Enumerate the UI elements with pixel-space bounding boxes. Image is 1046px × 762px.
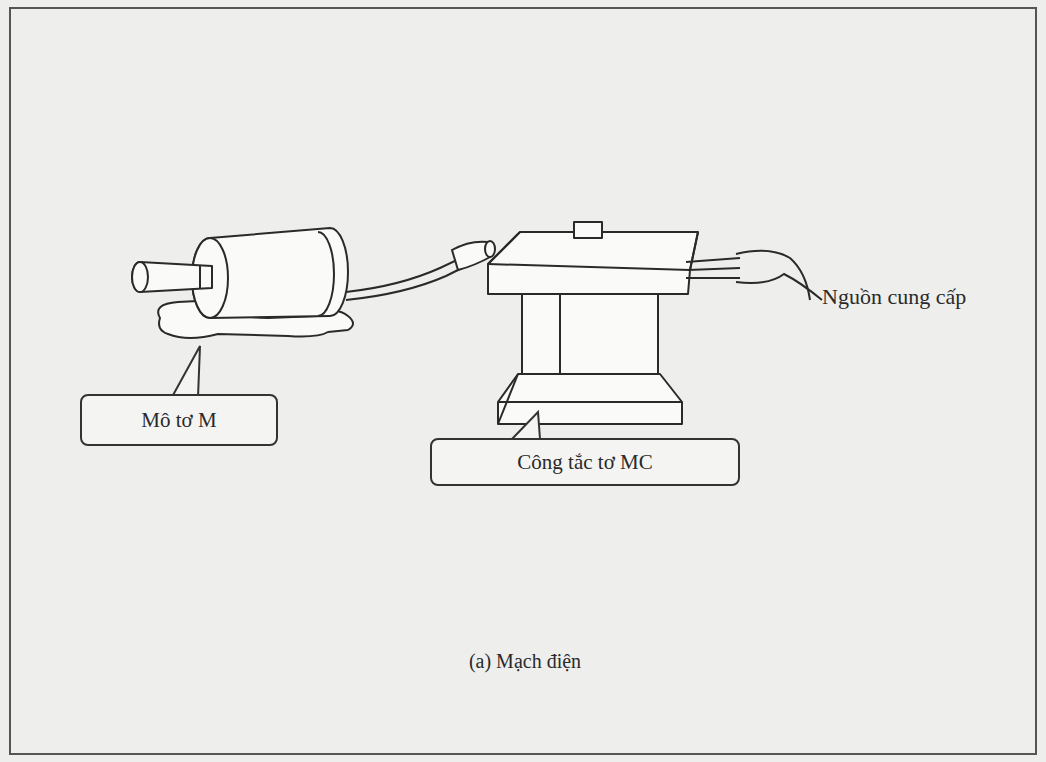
callout-text: Công tắc tơ MC — [517, 450, 652, 475]
callout-box: Công tắc tơ MC — [430, 438, 740, 486]
contactor-drawing — [488, 222, 698, 424]
callout-text: Mô tơ M — [141, 408, 216, 433]
supply-cable — [686, 251, 822, 300]
motor-drawing — [132, 228, 353, 338]
motor-cable — [346, 241, 495, 300]
supply-label: Nguồn cung cấp — [822, 284, 966, 310]
caption: (a) Mạch điện — [469, 650, 581, 673]
frame — [10, 8, 1036, 754]
callout-box: Mô tơ M — [80, 394, 278, 446]
